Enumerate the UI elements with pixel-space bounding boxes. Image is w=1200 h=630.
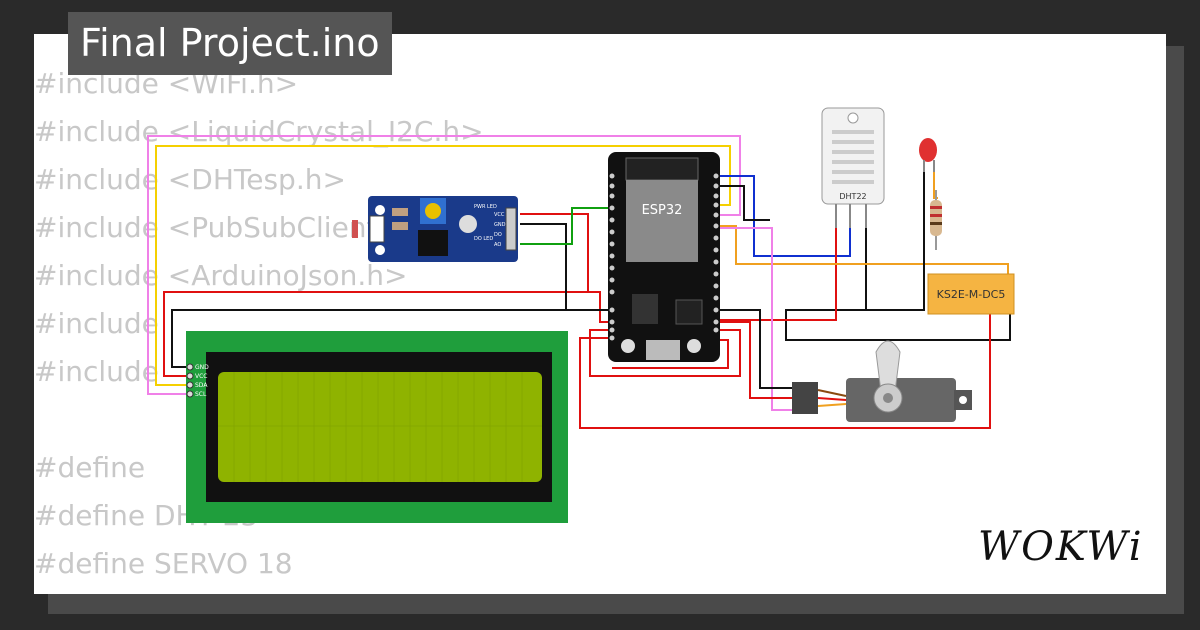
dht22-grille — [832, 130, 874, 184]
code-line: #include — [34, 307, 159, 340]
wokwi-logo: WOKWi — [978, 524, 1144, 570]
code-line: #include <LiquidCrystal_I2C.h> — [34, 115, 484, 148]
wire-red[interactable] — [720, 228, 837, 321]
relay-label: KS2E-M-DC5 — [937, 288, 1006, 301]
code-line: #include — [34, 355, 159, 388]
wire-black[interactable] — [171, 309, 612, 368]
servo-motor[interactable] — [792, 340, 972, 422]
wire-red[interactable] — [589, 329, 741, 377]
dht22-sensor[interactable]: DHT22 — [821, 107, 885, 228]
wires — [147, 135, 1011, 429]
ldr-pin-label: DO — [494, 232, 502, 238]
project-title: Final Project.ino — [68, 12, 392, 75]
lcd-grid — [218, 372, 542, 482]
wire-orange[interactable] — [720, 225, 1009, 280]
relay-module[interactable]: KS2E-M-DC5 — [927, 273, 1015, 315]
lcd-pin-label: SDA — [195, 382, 208, 389]
ldr-sensor-module[interactable]: PWR LED DO LED VCC GND DO AO — [352, 196, 518, 262]
esp32-board[interactable]: ESP32 — [608, 152, 720, 362]
code-line: #define SERVO 18 — [34, 547, 293, 580]
lcd-display[interactable]: GND VCC SDA SCL — [186, 331, 568, 523]
wire-red[interactable] — [163, 291, 612, 377]
esp32-label: ESP32 — [642, 203, 683, 218]
wire-pink[interactable] — [720, 227, 796, 411]
lcd-pin-label: VCC — [195, 373, 207, 380]
wire-black[interactable] — [785, 228, 1011, 341]
ldr-led-label: PWR LED — [474, 204, 497, 210]
wire-red[interactable] — [720, 321, 796, 399]
ldr-pin-label: AO — [494, 242, 501, 248]
lcd-pin-label: SCL — [195, 391, 207, 398]
ldr-pin-label: VCC — [494, 212, 505, 218]
code-line: #include <ArduinoJson.h> — [34, 259, 408, 292]
code-line: #define — [34, 451, 146, 484]
wire-blue[interactable] — [720, 175, 851, 257]
wire-black[interactable] — [720, 309, 796, 389]
dht22-label: DHT22 — [839, 192, 866, 201]
lcd-pins: GND VCC SDA SCL — [186, 363, 209, 398]
ldr-pin-label: GND — [494, 222, 506, 228]
code-line: #include <DHTesp.h> — [34, 163, 346, 196]
wire-red[interactable] — [579, 302, 991, 429]
red-led[interactable] — [919, 138, 937, 172]
wire-yellow[interactable] — [155, 145, 731, 386]
wire-green[interactable] — [520, 207, 612, 245]
wire-red[interactable] — [520, 213, 589, 292]
resistor[interactable] — [930, 190, 942, 250]
wire-red[interactable] — [612, 339, 729, 369]
wire-pink[interactable] — [147, 135, 741, 395]
ldr-led-label: DO LED — [474, 236, 493, 242]
wire-black[interactable] — [866, 170, 925, 311]
wire-black[interactable] — [520, 223, 567, 310]
esp32-pins — [609, 173, 719, 341]
lcd-pin-label: GND — [195, 364, 209, 371]
wire-black[interactable] — [720, 185, 770, 221]
